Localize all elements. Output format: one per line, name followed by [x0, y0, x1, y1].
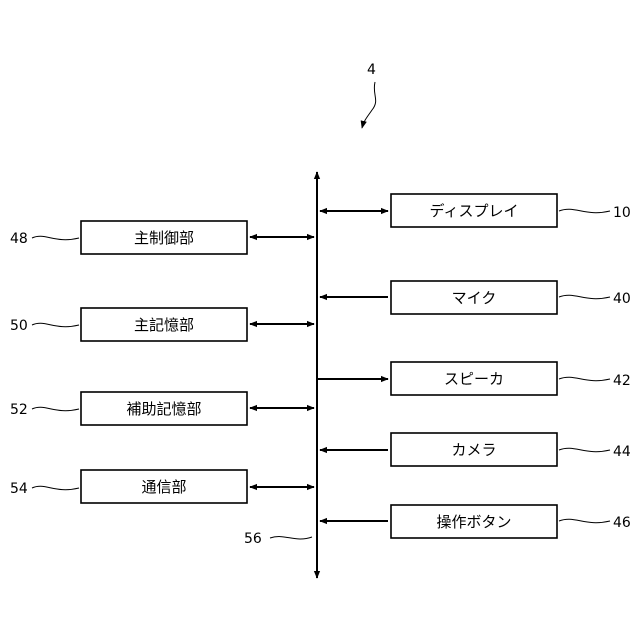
block-communication: 通信部 54: [10, 470, 314, 503]
block-ref-lead: [32, 407, 79, 410]
block-ref-label: 54: [10, 481, 28, 497]
block-ref-lead: [32, 486, 79, 489]
block-label: 主制御部: [134, 229, 194, 247]
block-ref-lead: [559, 377, 610, 380]
block-ref-lead: [559, 448, 610, 451]
bus-ref-lead: [270, 537, 312, 539]
block-speaker: スピーカ 42: [318, 362, 631, 395]
block-label: マイク: [452, 289, 497, 307]
block-main-memory: 主記憶部 50: [10, 308, 314, 341]
block-label: 主記憶部: [134, 316, 194, 334]
block-label: 操作ボタン: [436, 513, 511, 531]
block-ref-label: 40: [613, 291, 631, 307]
figure-ref-pointer: [362, 82, 376, 128]
block-ref-label: 46: [613, 515, 631, 531]
block-ref-label: 10: [613, 205, 631, 221]
block-label: 通信部: [141, 478, 186, 496]
block-operation-buttons: 操作ボタン 46: [320, 505, 631, 538]
bus-ref-label: 56: [244, 531, 262, 547]
block-label: カメラ: [451, 441, 496, 459]
block-display: ディスプレイ 10: [320, 194, 631, 227]
block-ref-lead: [559, 295, 610, 298]
block-ref-label: 48: [10, 231, 28, 247]
block-ref-label: 42: [613, 373, 631, 389]
block-microphone: マイク 40: [320, 281, 631, 314]
block-label: スピーカ: [444, 370, 504, 388]
block-ref-label: 50: [10, 318, 28, 334]
block-label: 補助記憶部: [126, 400, 201, 418]
block-aux-memory: 補助記憶部 52: [10, 392, 314, 425]
block-main-control: 主制御部 48: [10, 221, 314, 254]
block-ref-lead: [559, 209, 610, 212]
block-label: ディスプレイ: [430, 202, 519, 220]
block-camera: カメラ 44: [320, 433, 631, 466]
block-ref-lead: [559, 519, 610, 522]
block-ref-label: 52: [10, 402, 28, 418]
figure-ref-label: 4: [367, 62, 376, 78]
block-ref-lead: [32, 236, 79, 239]
block-ref-lead: [32, 323, 79, 326]
block-ref-label: 44: [613, 444, 631, 460]
